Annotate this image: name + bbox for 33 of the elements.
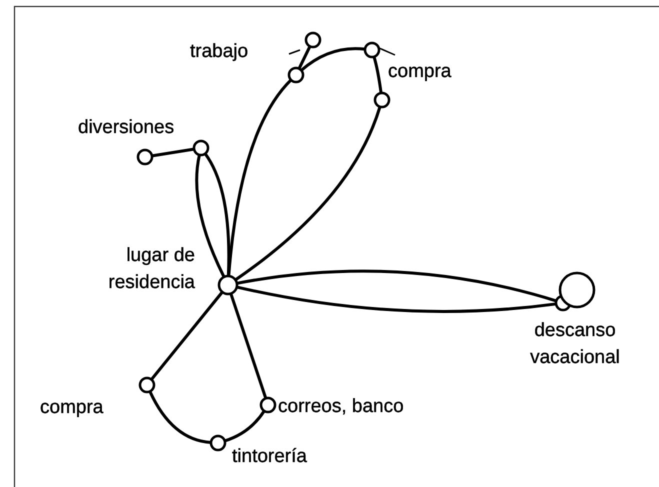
place-label: compra xyxy=(40,396,104,420)
route-line xyxy=(236,270,557,302)
place-circle xyxy=(373,91,391,109)
route-line xyxy=(236,286,556,313)
route-line xyxy=(148,390,212,444)
route-line xyxy=(224,410,266,442)
place-circle xyxy=(138,376,156,394)
route-line xyxy=(234,106,382,282)
route-line xyxy=(204,152,230,276)
place-circle xyxy=(304,31,322,49)
place-circle xyxy=(209,434,227,452)
place-label: compra xyxy=(388,60,452,84)
route-line xyxy=(227,78,292,276)
place-label: trabajo xyxy=(190,40,250,64)
route-line xyxy=(372,56,383,94)
place-circle xyxy=(363,41,381,59)
place-circle xyxy=(259,396,277,414)
place-label: tintorería xyxy=(232,445,308,469)
place-label: lugar de residencia xyxy=(107,244,195,295)
route-line xyxy=(152,148,194,158)
route-line xyxy=(300,47,366,72)
route-line xyxy=(229,293,268,399)
route-line xyxy=(195,154,226,278)
route-line xyxy=(298,46,312,70)
route-line xyxy=(150,291,224,380)
place-circle xyxy=(136,148,154,166)
place-circle xyxy=(287,66,305,84)
place-label: correos, banco xyxy=(278,395,405,419)
place-label: diversiones xyxy=(78,116,176,140)
place-circle xyxy=(192,139,210,157)
place-label: descanso vacacional xyxy=(529,319,621,370)
place-circle xyxy=(217,274,239,296)
loop-circle xyxy=(558,271,596,309)
